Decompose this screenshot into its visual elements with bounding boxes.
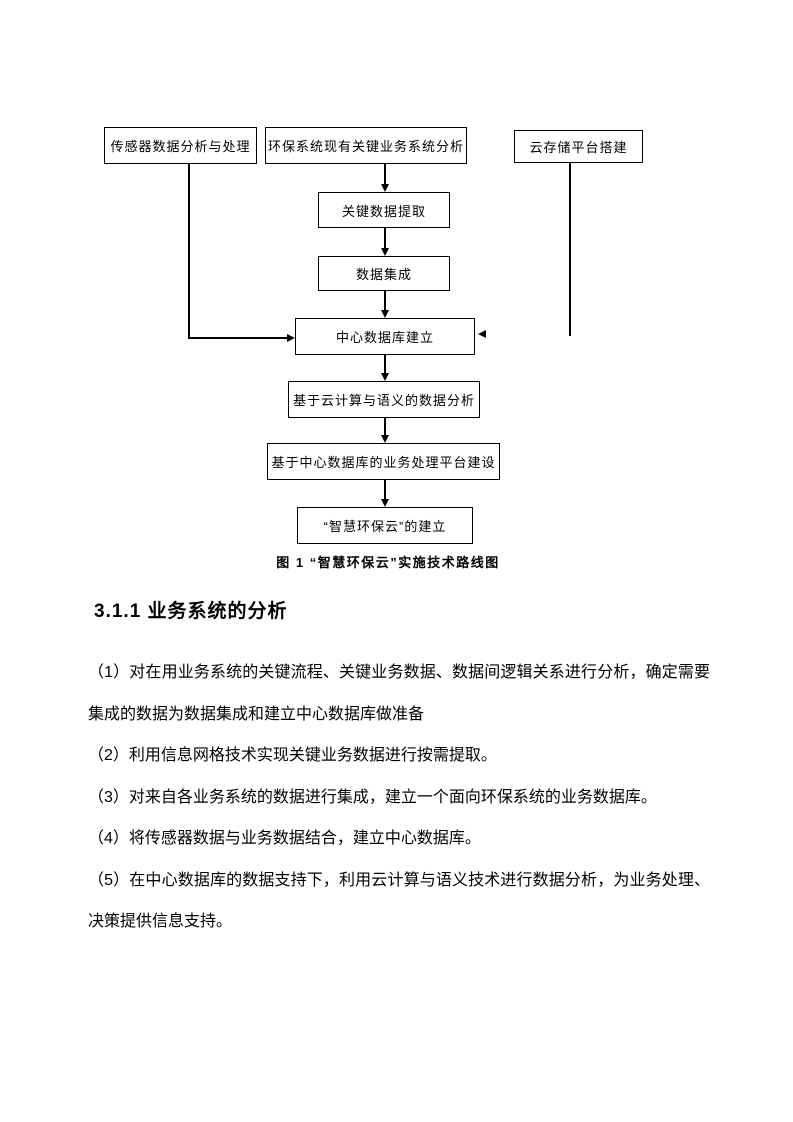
flow-node-env-system-analysis: 环保系统现有关键业务系统分析 — [265, 127, 467, 164]
arrowhead-left-icon — [478, 330, 486, 338]
arrow-line-extract-to-integrate — [384, 228, 386, 249]
flow-node-key-data-extraction: 关键数据提取 — [318, 192, 450, 228]
flowchart-figure: 传感器数据分析与处理 环保系统现有关键业务系统分析 云存储平台搭建 关键数据提取… — [104, 127, 643, 570]
flow-node-sensor-data-processing: 传感器数据分析与处理 — [104, 127, 257, 164]
arrow-line-analysis-to-platform — [384, 418, 386, 436]
figure-caption: 图 1 “智慧环保云”实施技术路线图 — [276, 555, 500, 570]
paragraph-3: （3）对来自各业务系统的数据进行集成，建立一个面向环保系统的业务数据库。 — [88, 788, 657, 806]
body-text-block: （1）对在用业务系统的关键流程、关键业务数据、数据间逻辑关系进行分析，确定需要集… — [88, 652, 710, 943]
flow-node-data-integration: 数据集成 — [318, 256, 450, 291]
connector-sensor-vertical — [188, 164, 190, 339]
paragraph-2: （2）利用信息网格技术实现关键业务数据进行按需提取。 — [88, 747, 497, 764]
flow-node-central-database: 中心数据库建立 — [295, 318, 475, 355]
flow-node-smart-env-cloud: “智慧环保云”的建立 — [297, 507, 473, 544]
arrow-line-integrate-to-central — [384, 291, 386, 311]
paragraph-5: （5）在中心数据库的数据支持下，利用云计算与语义技术进行数据分析，为业务处理、决… — [88, 871, 710, 931]
section-heading: 3.1.1 业务系统的分析 — [94, 601, 288, 622]
arrow-line-central-to-analysis — [384, 355, 386, 374]
arrowhead-down-icon — [381, 499, 389, 507]
connector-sensor-horizontal — [188, 337, 287, 339]
arrowhead-down-icon — [381, 184, 389, 192]
arrow-line-env-to-extract — [384, 164, 386, 186]
arrowhead-right-icon — [287, 334, 295, 342]
paragraph-1: （1）对在用业务系统的关键流程、关键业务数据、数据间逻辑关系进行分析，确定需要集… — [88, 664, 710, 723]
flow-node-cloud-storage-platform: 云存储平台搭建 — [514, 130, 643, 163]
arrow-line-platform-to-smart — [384, 480, 386, 500]
connector-cloud-vertical — [569, 163, 571, 336]
flow-node-cloud-semantic-analysis: 基于云计算与语义的数据分析 — [288, 381, 480, 418]
arrowhead-down-icon — [381, 435, 389, 443]
arrowhead-down-icon — [381, 373, 389, 381]
arrowhead-down-icon — [381, 248, 389, 256]
arrowhead-down-icon — [381, 310, 389, 318]
paragraph-4: （4）将传感器数据与业务数据结合，建立中心数据库。 — [88, 830, 481, 847]
flow-node-business-platform: 基于中心数据库的业务处理平台建设 — [267, 443, 500, 480]
